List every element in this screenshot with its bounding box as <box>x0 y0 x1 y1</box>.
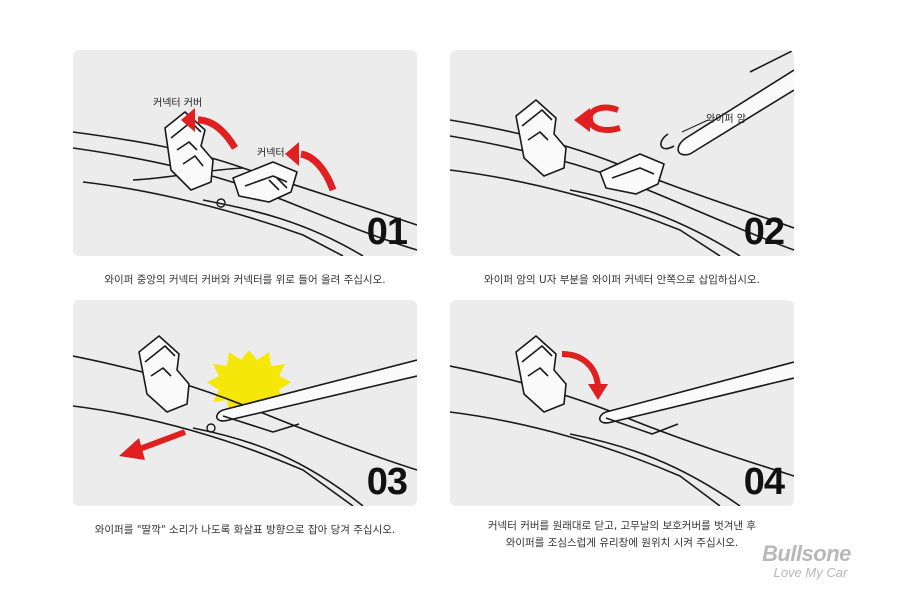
lift-cover-arrow <box>197 116 239 150</box>
caption-line-2: 와이퍼를 조심스럽게 유리창에 원위치 시켜 주십시오. <box>505 537 739 549</box>
step-01-panel: 커넥터 커버 커넥터 01 <box>73 50 417 256</box>
step-02-panel: 와이퍼 암 02 <box>450 50 794 256</box>
step-01-caption: 와이퍼 중앙의 커넥터 커버와 커넥터를 위로 들어 올려 주십시오. <box>73 272 417 289</box>
bullsone-logo: Bullsone Love My Car <box>762 541 851 581</box>
step-03-panel: 03 <box>73 300 417 506</box>
rivet-icon <box>216 198 226 208</box>
step-02-illustration <box>450 50 794 256</box>
step-02-caption: 와이퍼 암의 U자 부분을 와이퍼 커넥터 안쪽으로 삽입하십시오. <box>450 272 794 289</box>
caption-line: 와이퍼를 "딸깍" 소리가 나도록 화살표 방향으로 잡아 당겨 주십시오. <box>94 524 396 536</box>
step-number: 03 <box>366 461 408 503</box>
caption-line-1: 커넥터 커버를 원래대로 닫고, 고무날의 보호커버를 벗겨낸 후 <box>487 520 757 532</box>
insert-arrow <box>586 104 621 133</box>
step-number: 04 <box>743 461 785 503</box>
step-04-panel: 04 <box>450 300 794 506</box>
connector-cover-label: 커넥터 커버 <box>153 98 203 109</box>
step-number: 01 <box>366 211 408 253</box>
rivet-icon <box>206 423 216 433</box>
caption-line: 와이퍼 중앙의 커넥터 커버와 커넥터를 위로 들어 올려 주십시오. <box>104 274 386 286</box>
logo-name: Bullsone <box>762 541 851 566</box>
step-01-illustration <box>73 108 417 256</box>
step-03-caption: 와이퍼를 "딸깍" 소리가 나도록 화살표 방향으로 잡아 당겨 주십시오. <box>73 522 417 539</box>
step-04-illustration <box>450 335 794 506</box>
step-03-illustration <box>73 335 417 506</box>
step-04-caption: 커넥터 커버를 원래대로 닫고, 고무날의 보호커버를 벗겨낸 후 와이퍼를 조… <box>450 518 794 552</box>
logo-tagline: Love My Car <box>773 565 848 580</box>
pull-arrow <box>135 429 187 453</box>
caption-line: 와이퍼 암의 U자 부분을 와이퍼 커넥터 안쪽으로 삽입하십시오. <box>484 274 760 286</box>
connector-label: 커넥터 <box>257 148 285 159</box>
step-number: 02 <box>743 211 785 253</box>
wiper-arm-label: 와이퍼 암 <box>706 114 746 125</box>
close-cover-arrow <box>561 351 601 387</box>
lift-connector-arrow <box>300 150 337 192</box>
